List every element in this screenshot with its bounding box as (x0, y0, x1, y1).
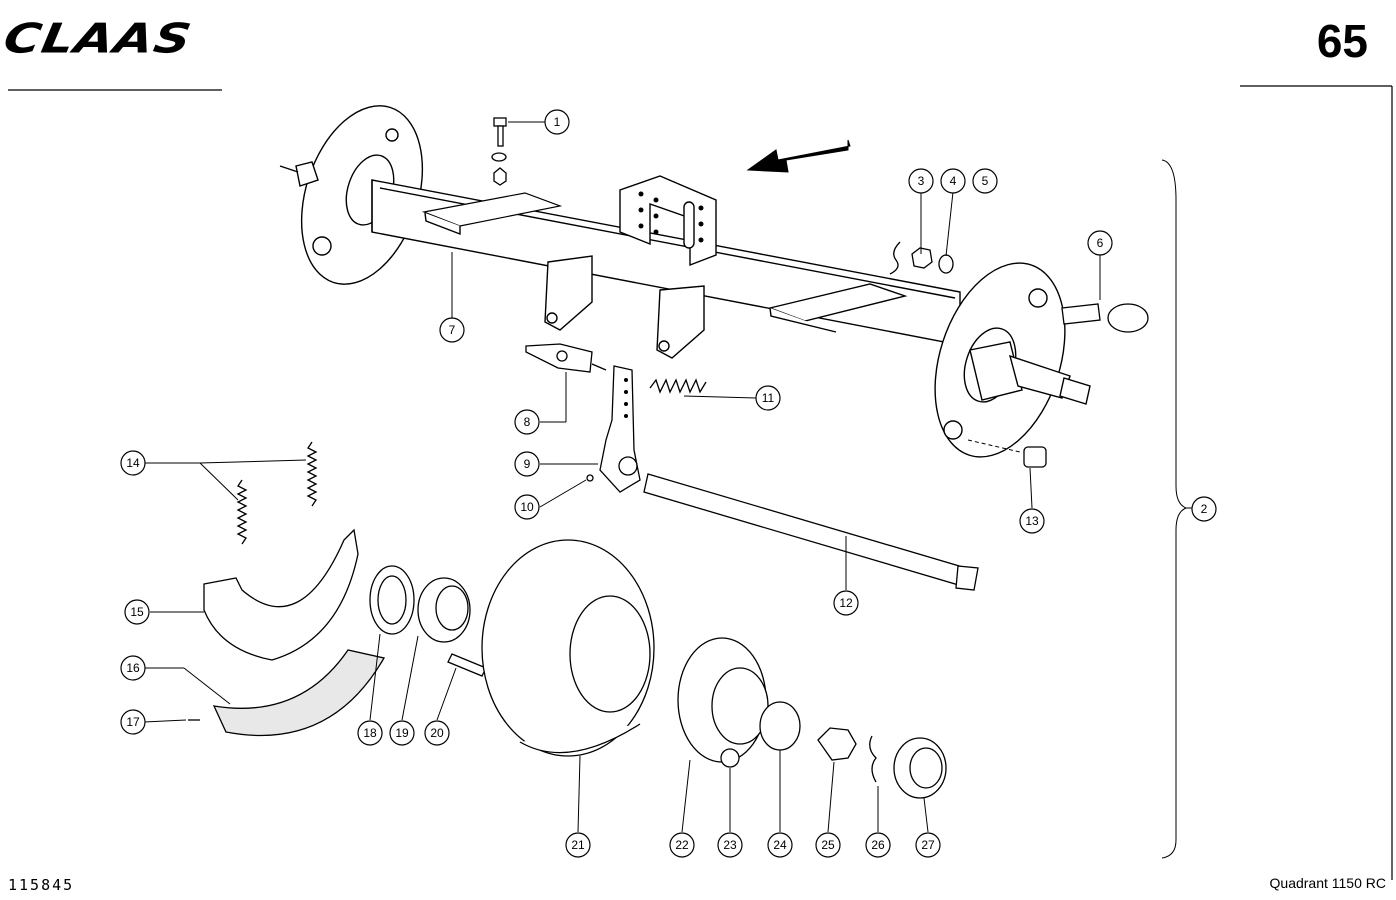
callout-21: 21 (565, 832, 591, 858)
svg-text:27: 27 (921, 838, 935, 852)
svg-text:7: 7 (449, 323, 456, 337)
axle-beam (279, 105, 1091, 458)
callout-6: 6 (1087, 230, 1113, 256)
callout-13: 13 (1019, 508, 1045, 534)
callout-8: 8 (514, 409, 540, 435)
svg-text:8: 8 (524, 415, 531, 429)
callout-10: 10 (514, 494, 540, 520)
callout-23: 23 (717, 832, 743, 858)
svg-text:17: 17 (126, 715, 140, 729)
callout-14: 14 (120, 450, 146, 476)
callout-9: 9 (514, 451, 540, 477)
svg-text:4: 4 (950, 174, 957, 188)
svg-text:10: 10 (520, 500, 534, 514)
callout-18: 18 (357, 720, 383, 746)
svg-text:3: 3 (918, 174, 925, 188)
callout-27: 27 (915, 832, 941, 858)
svg-text:26: 26 (871, 838, 885, 852)
callout-24: 24 (767, 832, 793, 858)
svg-text:25: 25 (821, 838, 835, 852)
svg-text:23: 23 (723, 838, 737, 852)
callout-19: 19 (389, 720, 415, 746)
svg-text:1: 1 (554, 115, 561, 129)
document-number: 115845 (8, 876, 75, 894)
svg-text:2: 2 (1201, 502, 1208, 516)
callout-5: 5 (972, 168, 998, 194)
callout-16: 16 (120, 655, 146, 681)
svg-text:16: 16 (126, 661, 140, 675)
svg-text:13: 13 (1025, 514, 1039, 528)
small-parts (188, 117, 1149, 799)
svg-text:20: 20 (430, 726, 444, 740)
callout-3: 3 (908, 168, 934, 194)
callout-17: 17 (120, 709, 146, 735)
callout-7: 7 (439, 317, 465, 343)
frame-lines (8, 85, 1393, 880)
page-number: 65 (1316, 15, 1368, 67)
svg-text:6: 6 (1097, 236, 1104, 250)
callout-4: 4 (940, 168, 966, 194)
callout-26: 26 (865, 832, 891, 858)
svg-text:9: 9 (524, 457, 531, 471)
callout-20: 20 (424, 720, 450, 746)
svg-text:5: 5 (982, 174, 989, 188)
svg-text:21: 21 (571, 838, 585, 852)
callout-badges: 1 2 3 4 5 6 7 8 9 10 11 12 13 14 15 16 1… (120, 109, 1217, 858)
svg-text:19: 19 (395, 726, 409, 740)
svg-text:18: 18 (363, 726, 377, 740)
svg-text:11: 11 (762, 391, 775, 405)
callout-12: 12 (833, 590, 859, 616)
callout-2: 2 (1191, 496, 1217, 522)
callout-15: 15 (124, 599, 150, 625)
callout-1: 1 (544, 109, 570, 135)
callout-25: 25 (815, 832, 841, 858)
svg-text:14: 14 (126, 456, 140, 470)
svg-text:24: 24 (773, 838, 787, 852)
direction-arrow (746, 139, 851, 173)
callout-11: 11 (755, 385, 781, 411)
callout-22: 22 (669, 832, 695, 858)
svg-text:12: 12 (839, 596, 853, 610)
leader-lines (143, 121, 1192, 859)
svg-text:22: 22 (675, 838, 689, 852)
svg-text:15: 15 (130, 605, 144, 619)
model-name: Quadrant 1150 RC (1269, 875, 1386, 891)
